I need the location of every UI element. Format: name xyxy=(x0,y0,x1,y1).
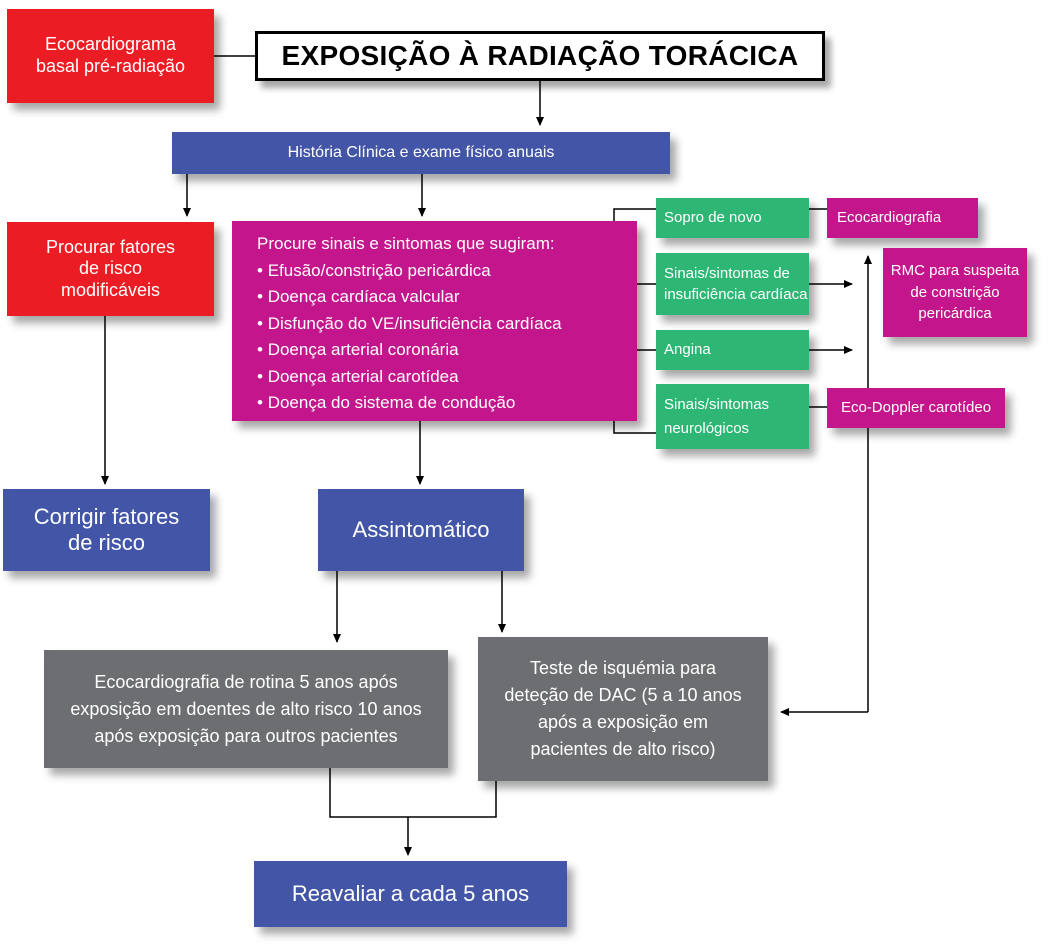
title-text: EXPOSIÇÃO À RADIAÇÃO TORÁCICA xyxy=(281,40,799,71)
carotid-doppler-label: Eco-Doppler carotídeo xyxy=(840,399,992,416)
reassess-label: Reavaliar a cada 5 anos xyxy=(291,880,530,906)
cmr-box: RMC para suspeita de constrição pericárd… xyxy=(883,248,1027,337)
angina-box: Angina xyxy=(656,330,809,370)
ischemia-test-box: Teste de isquémia para deteção de DAC (5… xyxy=(478,637,768,781)
baseline-echo-label: Ecocardiograma basal pré-radiação xyxy=(35,34,186,76)
cmr-label: RMC para suspeita de constrição pericárd… xyxy=(890,261,1020,323)
risk-factors-label: Procurar fatores de risco modificáveis xyxy=(45,236,176,300)
correct-risk-label: Corrigir fatores de risco xyxy=(33,503,180,555)
new-murmur-label: Sopro de novo xyxy=(664,209,762,226)
ischemia-test-label: Teste de isquémia para deteção de DAC (5… xyxy=(504,658,742,759)
symptoms-box: Procure sinais e sintomas que sugiram: E… xyxy=(232,221,637,421)
angina-label: Angina xyxy=(664,341,711,358)
neuro-signs-label: Sinais/sintomas neurológicos xyxy=(664,396,770,437)
new-murmur-box: Sopro de novo xyxy=(656,198,809,238)
symptom-item: Disfunção do VE/insuficiência cardíaca xyxy=(257,311,562,338)
risk-factors-box: Procurar fatores de risco modificáveis xyxy=(7,222,214,316)
symptom-item: Doença arterial coronária xyxy=(257,337,562,364)
asymptomatic-label: Assintomático xyxy=(352,516,490,542)
flowchart-title: EXPOSIÇÃO À RADIAÇÃO TORÁCICA xyxy=(255,31,825,81)
baseline-echo-box: Ecocardiograma basal pré-radiação xyxy=(7,9,214,103)
neuro-signs-box: Sinais/sintomas neurológicos xyxy=(656,384,809,449)
symptom-item: Doença do sistema de condução xyxy=(257,390,562,417)
heart-failure-signs-label: Sinais/sintomas de insuficiência cardíac… xyxy=(664,265,808,303)
annual-history-box: História Clínica e exame físico anuais xyxy=(172,132,670,174)
routine-echo-label: Ecocardiografia de rotina 5 anos após ex… xyxy=(70,671,422,746)
symptoms-list: Efusão/constrição pericárdica Doença car… xyxy=(257,258,562,417)
echocardiography-box: Ecocardiografia xyxy=(827,198,978,238)
symptoms-heading: Procure sinais e sintomas que sugiram: xyxy=(257,234,555,253)
echocardiography-label: Ecocardiografia xyxy=(837,209,942,226)
routine-echo-box: Ecocardiografia de rotina 5 anos após ex… xyxy=(44,650,448,768)
connector-merge xyxy=(329,768,497,818)
annual-history-label: História Clínica e exame físico anuais xyxy=(287,144,555,162)
symptom-item: Doença cardíaca valcular xyxy=(257,284,562,311)
heart-failure-signs-box: Sinais/sintomas de insuficiência cardíac… xyxy=(656,253,809,315)
reassess-box: Reavaliar a cada 5 anos xyxy=(254,861,567,927)
symptom-item: Efusão/constrição pericárdica xyxy=(257,258,562,285)
symptom-item: Doença arterial carotídea xyxy=(257,364,562,391)
asymptomatic-box: Assintomático xyxy=(318,489,524,571)
carotid-doppler-box: Eco-Doppler carotídeo xyxy=(827,388,1005,428)
correct-risk-box: Corrigir fatores de risco xyxy=(3,489,210,571)
